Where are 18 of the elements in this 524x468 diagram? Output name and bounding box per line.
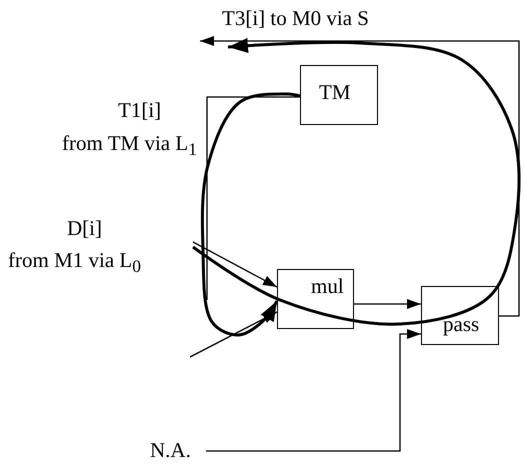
arrow xyxy=(206,329,421,452)
arrow xyxy=(354,299,421,309)
box-label: pass xyxy=(443,314,480,335)
process-box xyxy=(421,286,499,345)
arrow xyxy=(190,311,278,358)
process-box xyxy=(277,269,354,329)
box-label: mul xyxy=(311,276,344,297)
signal-label: from TM via L$_{1}$ xyxy=(62,133,197,159)
process-box xyxy=(300,65,378,125)
arrow xyxy=(192,241,278,288)
arrow xyxy=(200,92,300,336)
signal-label: D[i] xyxy=(67,218,102,239)
signal-label: T3[i] to M0 via S xyxy=(222,8,369,29)
connector-line xyxy=(206,96,300,300)
signal-label: N.A. xyxy=(150,440,206,462)
signal-label: from M1 via L$_{0}$ xyxy=(8,250,141,276)
signal-label: T1[i] xyxy=(118,100,162,121)
box-label: TM xyxy=(319,82,350,103)
